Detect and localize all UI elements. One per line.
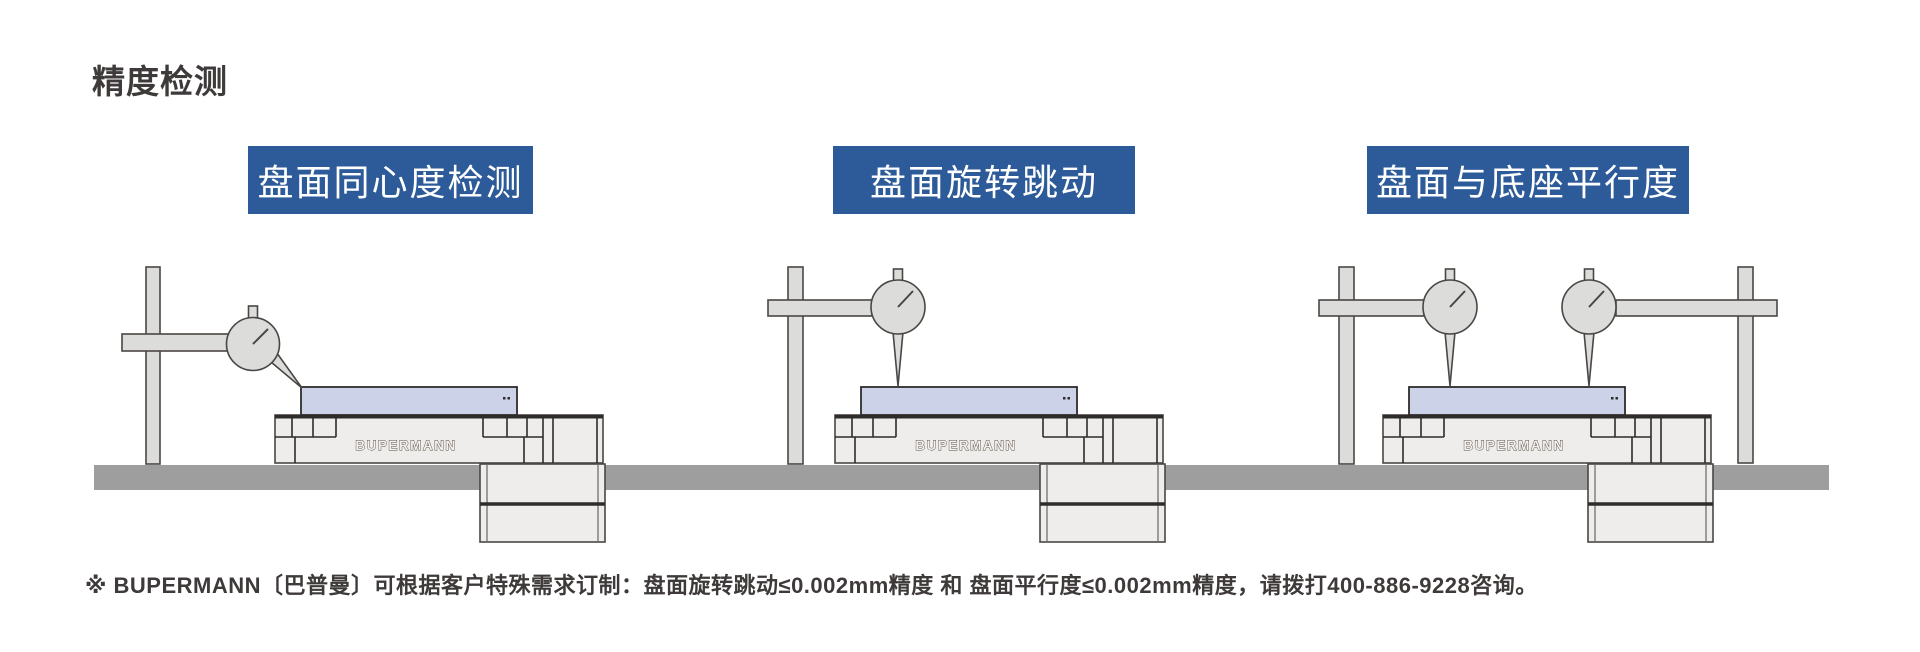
machine-diagram-runout: BUPERMANN bbox=[767, 266, 1166, 543]
dial-hand bbox=[897, 290, 914, 308]
machine-diagram-concentricity: BUPERMANN bbox=[121, 266, 606, 543]
dial-indicator-right-icon bbox=[1561, 268, 1617, 387]
dial-indicator-icon bbox=[870, 268, 926, 387]
dial-hand bbox=[252, 328, 269, 345]
disc-mark bbox=[1611, 397, 1618, 400]
stand-arm-left bbox=[1318, 299, 1425, 317]
rotary-table-disc bbox=[1408, 386, 1626, 416]
rotary-table-disc bbox=[860, 386, 1078, 416]
dial-hand bbox=[1449, 290, 1466, 308]
stylus-needle bbox=[1444, 331, 1456, 387]
stylus-needle bbox=[1583, 331, 1595, 387]
rotary-table-base: BUPERMANN bbox=[834, 414, 1164, 464]
section-label-runout: 盘面旋转跳动 bbox=[833, 146, 1135, 214]
brand-text: BUPERMANN bbox=[915, 438, 1016, 453]
dial-hand bbox=[1588, 290, 1605, 308]
stand-post bbox=[145, 266, 161, 465]
section-label-concentricity: 盘面同心度检测 bbox=[248, 146, 533, 214]
under-table-block bbox=[479, 463, 606, 543]
workbench-surface bbox=[94, 465, 1829, 490]
brand-text: BUPERMANN bbox=[1463, 438, 1564, 453]
rotary-table-base: BUPERMANN bbox=[274, 414, 604, 464]
rotary-table-base: BUPERMANN bbox=[1382, 414, 1712, 464]
stand-arm bbox=[121, 333, 230, 352]
dial-indicator-left-icon bbox=[1422, 268, 1478, 387]
stand-post bbox=[787, 266, 804, 465]
stand-post-right bbox=[1737, 266, 1754, 464]
disc-mark bbox=[503, 397, 510, 400]
footnote-text: ※ BUPERMANN〔巴普曼〕可根据客户特殊需求订制：盘面旋转跳动≤0.002… bbox=[85, 573, 1538, 598]
stand-arm bbox=[767, 299, 873, 317]
stand-arm-right bbox=[1615, 299, 1778, 317]
page-title: 精度检测 bbox=[92, 63, 228, 100]
machine-diagram-parallelism: BUPERMANN bbox=[1318, 266, 1778, 543]
stand-post-left bbox=[1338, 266, 1355, 465]
stylus-needle bbox=[892, 331, 904, 387]
disc-mark bbox=[1063, 397, 1070, 400]
rotary-table-disc bbox=[300, 386, 518, 416]
brand-text: BUPERMANN bbox=[355, 438, 456, 453]
under-table-block bbox=[1587, 463, 1714, 543]
section-label-parallelism: 盘面与底座平行度 bbox=[1367, 146, 1689, 214]
dial-indicator-icon bbox=[225, 305, 303, 389]
under-table-block bbox=[1039, 463, 1166, 543]
